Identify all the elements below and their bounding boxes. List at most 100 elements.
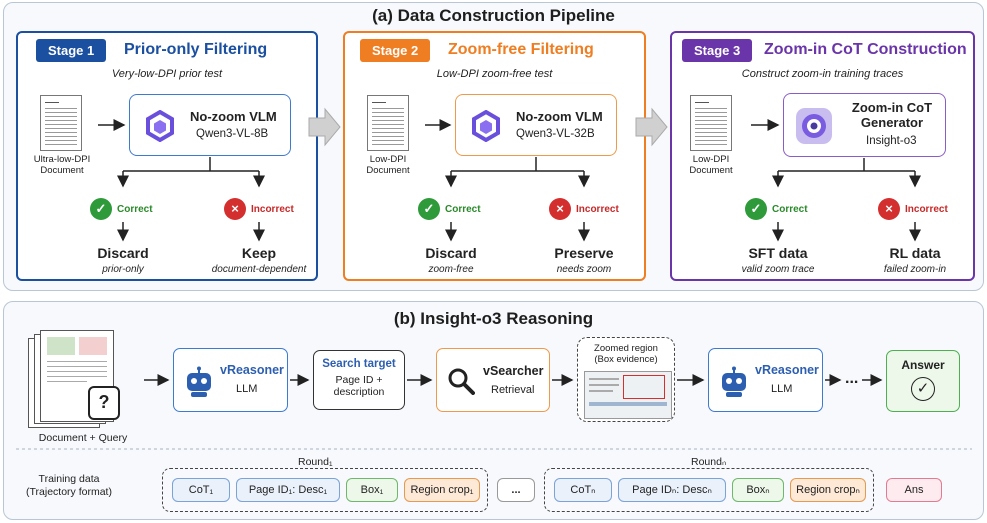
stage-3-model-name: Zoom-in CoT Generator (851, 100, 933, 130)
page-id-desc-item: Page IDₙ: Descₙ (618, 478, 726, 502)
vsearcher-sub: Retrieval (491, 384, 535, 396)
stage-3-model-sub: Insight-o3 (866, 135, 917, 147)
stage-2-out-left: Discard (425, 245, 477, 261)
stage-1-box (16, 31, 318, 281)
correct-label: Correct (445, 204, 481, 215)
stage-1-model-name: No-zoom VLM (190, 109, 277, 124)
stage-2-out-right-sub: needs zoom (556, 264, 612, 275)
search-target-title: Search target (322, 358, 396, 370)
panel-b-title: (b) Insight-o3 Reasoning (393, 309, 594, 328)
document-icon (690, 95, 732, 151)
stage-2-box (343, 31, 646, 281)
zoomed-region-image (584, 371, 672, 419)
round-n-label: Roundₙ (691, 456, 727, 468)
stage-3-out-right-sub: failed zoom-in (883, 264, 947, 275)
stage-1-subtitle: Very-low-DPI prior test (111, 68, 223, 80)
document-icon (40, 95, 82, 151)
cross-icon: × (549, 198, 571, 220)
stage-1-out-left: Discard (97, 245, 149, 261)
check-icon: ✓ (90, 198, 112, 220)
robot-icon (722, 366, 746, 397)
stage-transition-arrow (308, 107, 341, 147)
stage-2-model-box: No-zoom VLM Qwen3-VL-32B (455, 94, 617, 156)
stage-3-out-right: RL data (889, 245, 941, 261)
input-label: Document + Query (38, 432, 128, 444)
document-stack-icon: ? (28, 330, 138, 430)
stage-1-out-right-sub: document-dependent (211, 264, 307, 275)
stage-2-model-name: No-zoom VLM (516, 109, 603, 124)
cot-item: CoTₙ (554, 478, 612, 502)
stage-1-tag: Stage 1 (36, 39, 107, 62)
stage-3-subtitle: Construct zoom-in training traces (741, 68, 904, 80)
zoomed-region-title: Zoomed region (Box evidence) (594, 343, 658, 365)
qwen-logo-icon (472, 110, 500, 142)
vreasoner-box-2: vReasoner LLM (708, 348, 823, 412)
loop-ellipsis: ... (845, 370, 859, 387)
round-n-group (544, 468, 874, 512)
vreasoner-title: vReasoner (755, 363, 819, 377)
stage-1-out-right: Keep (241, 245, 277, 261)
incorrect-label: Incorrect (905, 204, 948, 215)
stage-1-title: Prior-only Filtering (124, 41, 268, 58)
stage-2-doc-label: Low-DPI Document (366, 154, 410, 176)
magnifier-icon (448, 368, 475, 395)
correct-label: Correct (772, 204, 808, 215)
box-item: Boxₙ (732, 478, 784, 502)
answer-check-icon: ✓ (911, 377, 935, 401)
stage-3-tag: Stage 3 (682, 39, 753, 62)
vreasoner-title: vReasoner (220, 363, 284, 377)
qwen-logo-icon (146, 110, 174, 142)
stage-3-doc-label: Low-DPI Document (689, 154, 733, 176)
stage-2-out-left-sub: zoom-free (428, 264, 474, 275)
cross-icon: × (224, 198, 246, 220)
answer-title: Answer (901, 358, 945, 372)
panel-a-title: (a) Data Construction Pipeline (372, 6, 615, 25)
query-icon: ? (88, 386, 120, 420)
robot-icon (187, 366, 211, 397)
stage-3-model-box: Zoom-in CoT Generator Insight-o3 (783, 93, 946, 157)
check-icon: ✓ (418, 198, 440, 220)
stage-1-model-box: No-zoom VLM Qwen3-VL-8B (129, 94, 291, 156)
vreasoner-sub: LLM (771, 383, 793, 395)
stage-2-model-sub: Qwen3-VL-32B (516, 128, 595, 140)
document-icon (367, 95, 409, 151)
region-crop-item: Region crop₁ (404, 478, 480, 502)
round-1-group (162, 468, 488, 512)
stage-transition-arrow (635, 107, 668, 147)
page-id-desc-item: Page ID₁: Desc₁ (236, 478, 340, 502)
stage-2-subtitle: Low-DPI zoom-free test (436, 68, 553, 80)
answer-box: Answer ✓ (886, 350, 960, 412)
cross-icon: × (878, 198, 900, 220)
rounds-ellipsis: ... (497, 478, 535, 502)
incorrect-label: Incorrect (576, 204, 619, 215)
stage-1-out-left-sub: prior-only (102, 264, 144, 275)
region-crop-item: Region cropₙ (790, 478, 866, 502)
stage-3-out-left: SFT data (748, 245, 808, 261)
vreasoner-box-1: vReasoner LLM (173, 348, 288, 412)
box-item: Box₁ (346, 478, 398, 502)
zoomed-region-box: Zoomed region (Box evidence) (577, 337, 675, 422)
stage-3-title: Zoom-in CoT Construction (764, 41, 967, 58)
check-icon: ✓ (745, 198, 767, 220)
stage-1-doc-label: Ultra-low-DPI Document (33, 154, 91, 176)
training-data-label: Training data (Trajectory format) (26, 473, 112, 498)
correct-label: Correct (117, 204, 153, 215)
insight-o3-logo-icon (796, 108, 832, 144)
incorrect-label: Incorrect (251, 204, 294, 215)
stage-2-tag: Stage 2 (360, 39, 431, 62)
stage-3-out-left-sub: valid zoom trace (741, 264, 815, 275)
stage-1-model-sub: Qwen3-VL-8B (196, 128, 269, 140)
stage-2-title: Zoom-free Filtering (448, 41, 594, 58)
search-target-sub: Page ID + description (333, 374, 385, 398)
stage-2-out-right: Preserve (554, 245, 614, 261)
cot-item: CoT₁ (172, 478, 230, 502)
answer-item: Ans (886, 478, 942, 502)
vreasoner-sub: LLM (236, 383, 258, 395)
evidence-box (623, 375, 665, 399)
vsearcher-box: vSearcher Retrieval (436, 348, 550, 412)
search-target-box: Search target Page ID + description (313, 350, 405, 410)
vsearcher-title: vSearcher (483, 364, 544, 378)
round-1-label: Round₁ (298, 456, 333, 468)
